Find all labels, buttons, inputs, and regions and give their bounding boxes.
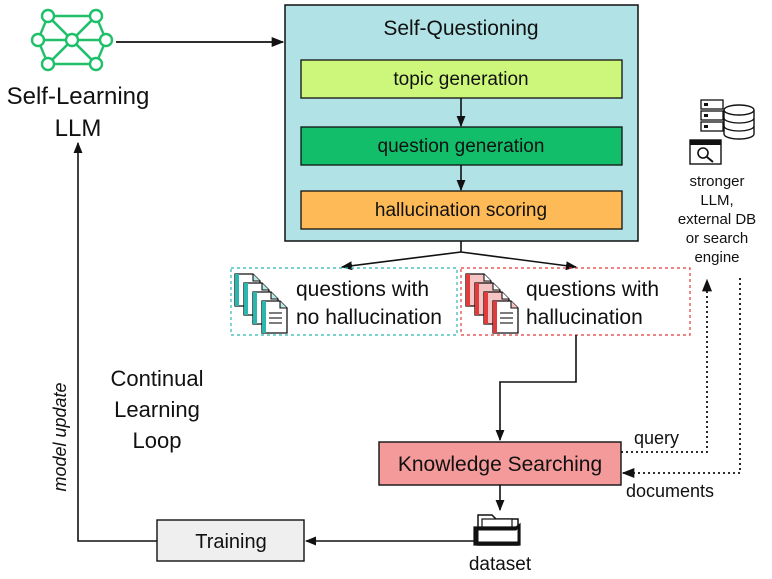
external-line1: stronger [689, 173, 744, 190]
hallucination-line1: questions with [526, 278, 659, 301]
dataset-label: dataset [469, 554, 532, 575]
arrow-model-update [73, 141, 157, 542]
question-generation-label: question generation [378, 136, 545, 157]
external-line4: or search [686, 230, 749, 247]
knowledge-searching-box [378, 441, 622, 486]
no-hallucination-line2: no hallucination [296, 306, 442, 329]
hallucination-scoring-label: hallucination scoring [375, 200, 547, 221]
document-stack-red-icon [465, 273, 519, 334]
question-generation-box [300, 126, 623, 166]
no-hallucination-line1: questions with [296, 278, 429, 301]
loop-label-line2: Learning [114, 397, 200, 422]
knowledge-searching-label: Knowledge Searching [398, 453, 602, 476]
hallucination-line2: hallucination [526, 306, 643, 329]
database-server-icon [700, 99, 755, 140]
model-update-label: model update [50, 382, 70, 491]
external-line2: LLM, [700, 192, 733, 209]
model-label-line1: Self-Learning [7, 83, 150, 110]
model-label-line2: LLM [55, 115, 102, 142]
hallucination-scoring-box [300, 190, 623, 230]
loop-label-line1: Continual [111, 366, 204, 391]
folder-icon [473, 514, 521, 546]
query-dotted-arrow [621, 278, 713, 453]
training-box [156, 519, 305, 562]
document-stack-teal-icon [234, 273, 288, 334]
loop-label-line3: Loop [133, 428, 182, 453]
neural-network-icon [30, 8, 114, 72]
arrow-hallucination-to-knowledge [495, 335, 577, 442]
topic-generation-label: topic generation [393, 69, 528, 90]
self-questioning-title: Self-Questioning [383, 17, 538, 40]
no-hallucination-group [230, 267, 458, 336]
external-line3: external DB [678, 211, 756, 228]
arrow-to-no-hallucination [340, 251, 462, 271]
documents-dotted-arrow [621, 278, 741, 479]
topic-generation-box [300, 59, 623, 99]
query-label: query [634, 428, 679, 448]
documents-label: documents [626, 481, 714, 501]
arrow-to-hallucination [460, 251, 578, 271]
training-label: Training [195, 531, 267, 553]
external-line5: engine [694, 249, 739, 266]
search-window-icon [689, 139, 722, 165]
